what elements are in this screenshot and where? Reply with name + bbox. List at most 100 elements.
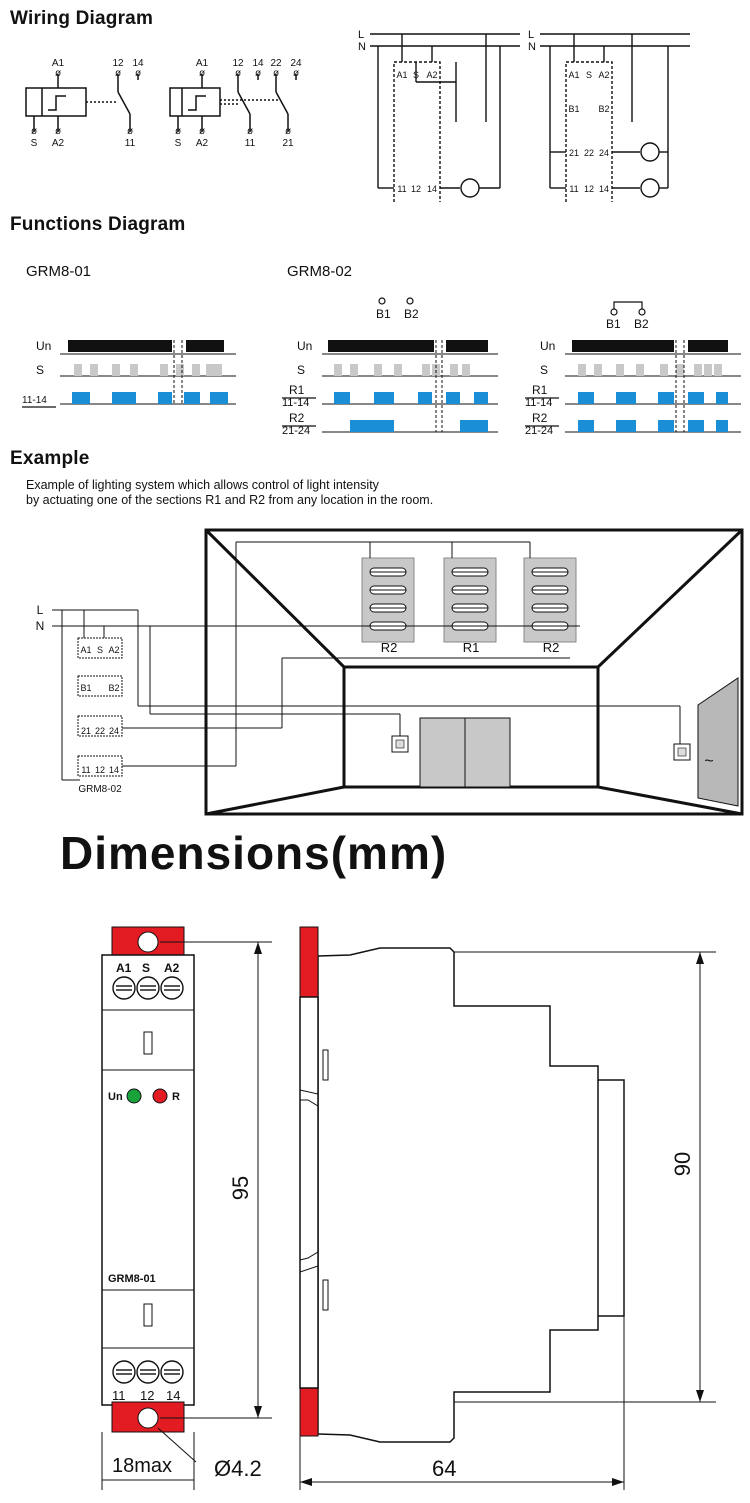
dimensions-title: Dimensions(mm) [60,827,448,879]
c2-22: 22 [584,148,594,158]
svg-text:ø: ø [285,126,291,137]
output-2124-pulse [716,420,728,432]
dim-hole: Ø4.2 [214,1456,262,1481]
term-a1: A1 [52,58,65,69]
output-2124-pulse [350,420,394,432]
c2-a2: A2 [598,70,609,80]
p2-b2: B2 [404,307,419,321]
p3-b1: B1 [606,317,621,331]
side-door [697,677,739,807]
bottom-screws [112,1360,184,1384]
p3-r1-out: 11-14 [525,397,552,409]
p1-un: Un [36,339,51,353]
s-pulse [176,364,184,376]
svg-text:ø: ø [273,68,279,79]
output-1114-pulse [616,392,636,404]
s-pulse [214,364,222,376]
c2-b1: B1 [568,104,579,114]
output-1114-pulse [158,392,172,404]
term-a2-2: A2 [196,138,209,149]
functions-timing: Un S 11-14 Un S R1 11-14 R2 21-24 Un S R… [22,297,741,437]
func-model-01: GRM8-01 [26,263,92,280]
output-1114-pulse [658,392,674,404]
term-a1-2: A1 [196,58,209,69]
p1-s: S [36,363,44,377]
dim-a2: A2 [164,961,180,975]
svg-text:ø: ø [293,68,299,79]
ex-n: N [36,619,45,633]
term-11: 11 [125,138,136,149]
s-pulse [394,364,402,376]
s-pulse [74,364,82,376]
c2-12: 12 [584,184,594,194]
s-pulse [694,364,702,376]
s-pulse [160,364,168,376]
un-bar [186,340,224,352]
output-1114-pulse [374,392,394,404]
led-un [126,1088,142,1104]
ex-b2: B2 [108,683,119,693]
output-1114-pulse [688,392,704,404]
p2-r1-out: 11-14 [282,397,309,409]
example-diagram: R2 R1 R2 ~ L N [36,528,744,816]
side-clip-top [299,926,319,998]
un-bar [688,340,728,352]
example-title: Example [10,448,90,469]
wiring-symbols: A1 12 14 S A2 11 A1 12 14 22 24 S A2 11 … [25,58,302,149]
svg-text:ø: ø [31,126,37,137]
c-a2: A2 [426,70,437,80]
output-2124-pulse [658,420,674,432]
term-11-2: 11 [245,138,256,149]
p2-r2: R2 [289,411,305,425]
term-s: S [31,138,38,149]
dim-12: 12 [140,1388,154,1403]
svg-text:ø: ø [127,126,133,137]
dim-device-label: GRM8-01 [108,1273,156,1285]
ex-21: 21 [81,726,91,736]
p3-un: Un [540,339,555,353]
svg-text:ø: ø [199,126,205,137]
p1-out: 11-14 [22,395,47,406]
output-1114-pulse [578,392,594,404]
output-2124-pulse [578,420,594,432]
dim-height-95: 95 [228,1176,253,1200]
svg-text:ø: ø [115,68,121,79]
s-pulse [704,364,712,376]
s-pulse [578,364,586,376]
c-11: 11 [397,184,406,194]
dim-depth-64: 64 [432,1456,456,1481]
p2-s: S [297,363,305,377]
group-mid-label: R1 [463,640,480,655]
c-s: S [413,70,419,80]
output-2124-pulse [688,420,704,432]
example-description-line1: Example of lighting system which allows … [26,478,379,492]
s-pulse [594,364,602,376]
svg-text:ø: ø [199,68,205,79]
term-12: 12 [112,58,124,69]
term-14: 14 [132,58,144,69]
group-right-label: R2 [543,640,560,655]
dim-led-un: Un [108,1091,123,1103]
dim-width: 18max [112,1455,172,1477]
c-14: 14 [427,184,437,194]
svg-text:ø: ø [135,68,141,79]
term-a2: A2 [52,138,65,149]
output-1114-pulse [446,392,460,404]
dim-s: S [142,961,150,975]
c2-a1: A1 [568,70,579,80]
term-14-2: 14 [252,58,264,69]
p3-s: S [540,363,548,377]
ex-14: 14 [109,765,119,775]
device-body [101,954,195,1406]
example-description-line2: by actuating one of the sections R1 and … [26,493,434,507]
p3-b2: B2 [634,317,649,331]
p2-r2-out: 21-24 [282,425,310,437]
s-pulse [616,364,624,376]
c-a1: A1 [396,70,407,80]
s-pulse [350,364,358,376]
un-bar [68,340,172,352]
s-pulse [462,364,470,376]
dim-14: 14 [166,1388,180,1403]
output-2124-pulse [616,420,636,432]
s-pulse [636,364,644,376]
